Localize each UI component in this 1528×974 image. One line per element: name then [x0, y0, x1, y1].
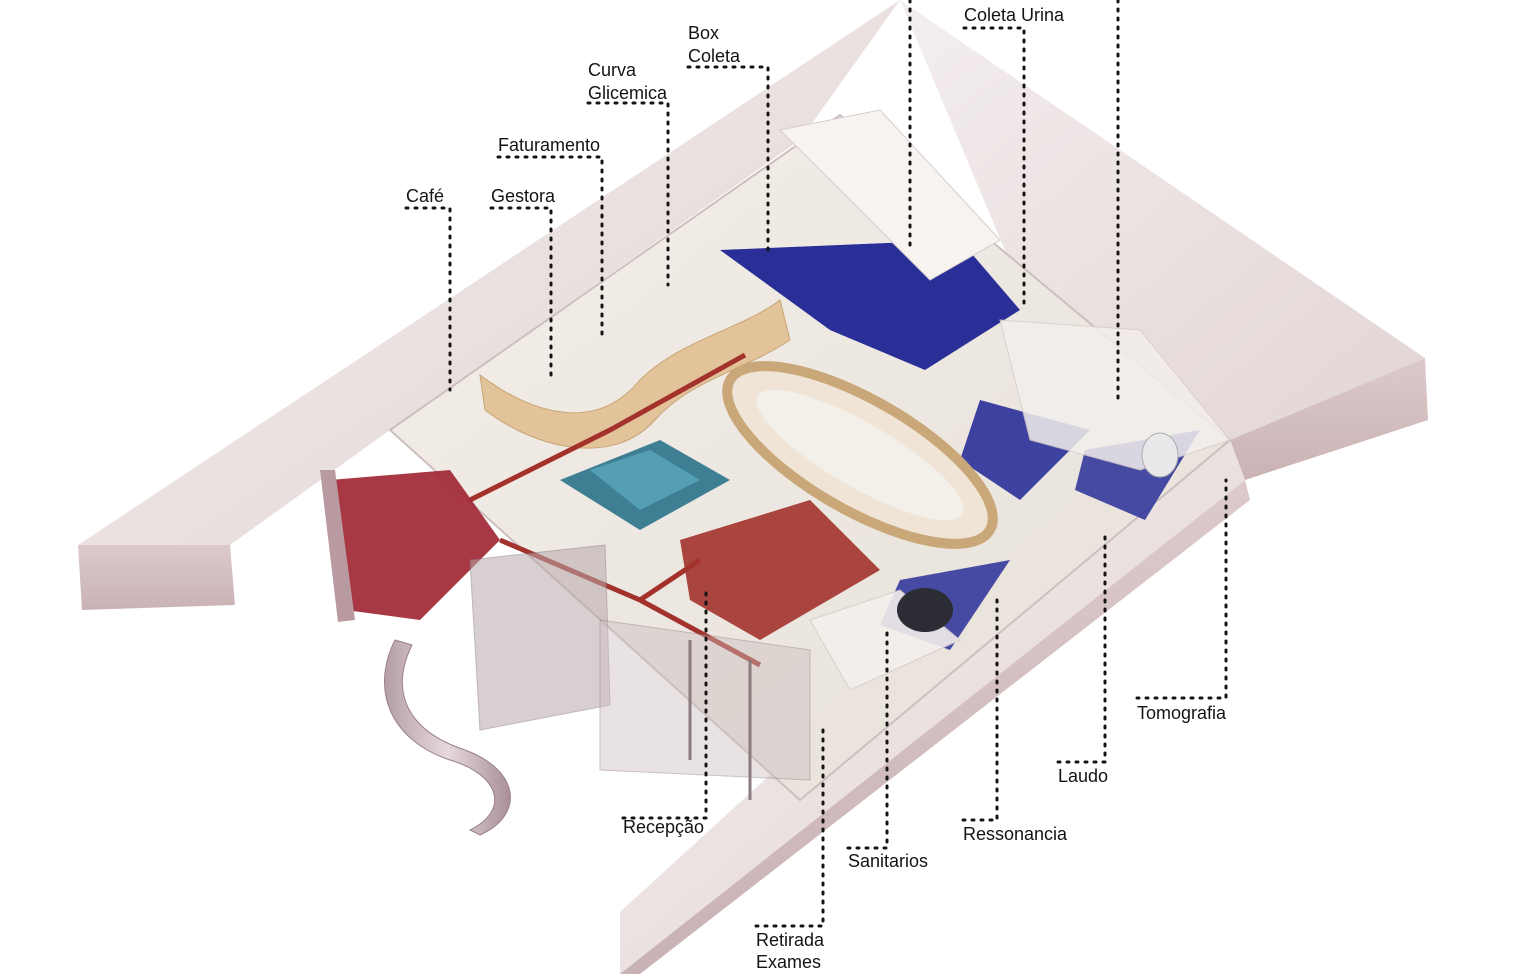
- label-laudo: Laudo: [1058, 766, 1109, 786]
- waiting-teal-rug: [590, 450, 700, 510]
- leader-cafe: [404, 206, 452, 392]
- building-shell-bottom-edge: [620, 480, 1250, 974]
- leader-ressonancia: [961, 598, 999, 822]
- wood-curved-wall: [479, 299, 791, 449]
- leader-sanitarios: [846, 628, 889, 850]
- mri-machine: [897, 588, 953, 632]
- service-counter-inner: [756, 389, 964, 521]
- leader-lines: [404, 0, 1228, 928]
- label-box-coleta-line2: Coleta: [688, 46, 741, 66]
- leader-laudo: [1056, 533, 1107, 764]
- label-recepcao: Recepção: [623, 817, 705, 837]
- building-shell-right-wing: [900, 0, 1425, 440]
- label-box-coleta-line1: Box: [688, 23, 720, 43]
- leader-box: [686, 65, 770, 252]
- glass-elevator: [469, 544, 611, 731]
- partition-walls-top: [778, 109, 1001, 281]
- lounge-red-area: [680, 500, 880, 640]
- stair-railing: [320, 470, 355, 622]
- building-shell-bottom-wing: [620, 440, 1245, 974]
- leader-curva: [586, 101, 670, 287]
- leader-retirada: [754, 728, 825, 928]
- label-curva-glicemica-line1: Curva: [588, 60, 637, 80]
- leader-faturamento: [496, 155, 604, 342]
- label-retirada-exames-line1: Retirada: [756, 930, 825, 950]
- label-cafe: Café: [406, 186, 445, 206]
- building-shell-left-wing: [78, 0, 900, 545]
- label-gestora: Gestora: [491, 186, 556, 206]
- building-shell-left-edge: [78, 545, 235, 610]
- leader-tomografia: [1135, 478, 1228, 700]
- spiral-slide: [383, 639, 511, 836]
- label-faturamento: Faturamento: [498, 135, 601, 155]
- leader-gestora: [489, 206, 553, 382]
- label-sanitarios: Sanitarios: [848, 851, 929, 871]
- label-curva-glicemica-line2: Glicemica: [588, 83, 668, 103]
- label-coleta-urina: Coleta Urina: [964, 5, 1065, 25]
- red-staircase: [330, 470, 500, 620]
- leader-coleta-urina: [962, 26, 1026, 307]
- building-shell-right-edge: [1230, 358, 1428, 480]
- label-retirada-exames-line2: Exames: [756, 952, 822, 972]
- leader-recepcao: [621, 588, 708, 820]
- ct-machine: [1141, 432, 1179, 478]
- blue-room-coleta: [720, 240, 1020, 370]
- partition-walls-right: [999, 319, 1231, 471]
- label-tomografia: Tomografia: [1137, 703, 1227, 723]
- label-ressonancia: Ressonancia: [963, 824, 1068, 844]
